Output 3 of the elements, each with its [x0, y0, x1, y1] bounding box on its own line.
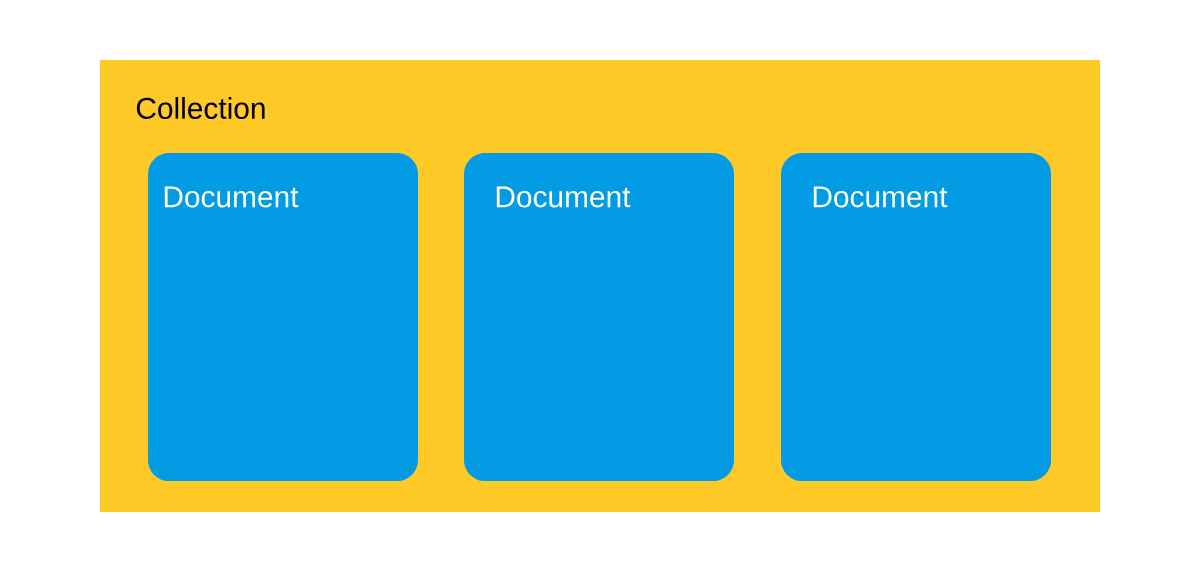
document-card: Document [148, 153, 418, 481]
document-card: Document [781, 153, 1051, 481]
document-card: Document [464, 153, 734, 481]
